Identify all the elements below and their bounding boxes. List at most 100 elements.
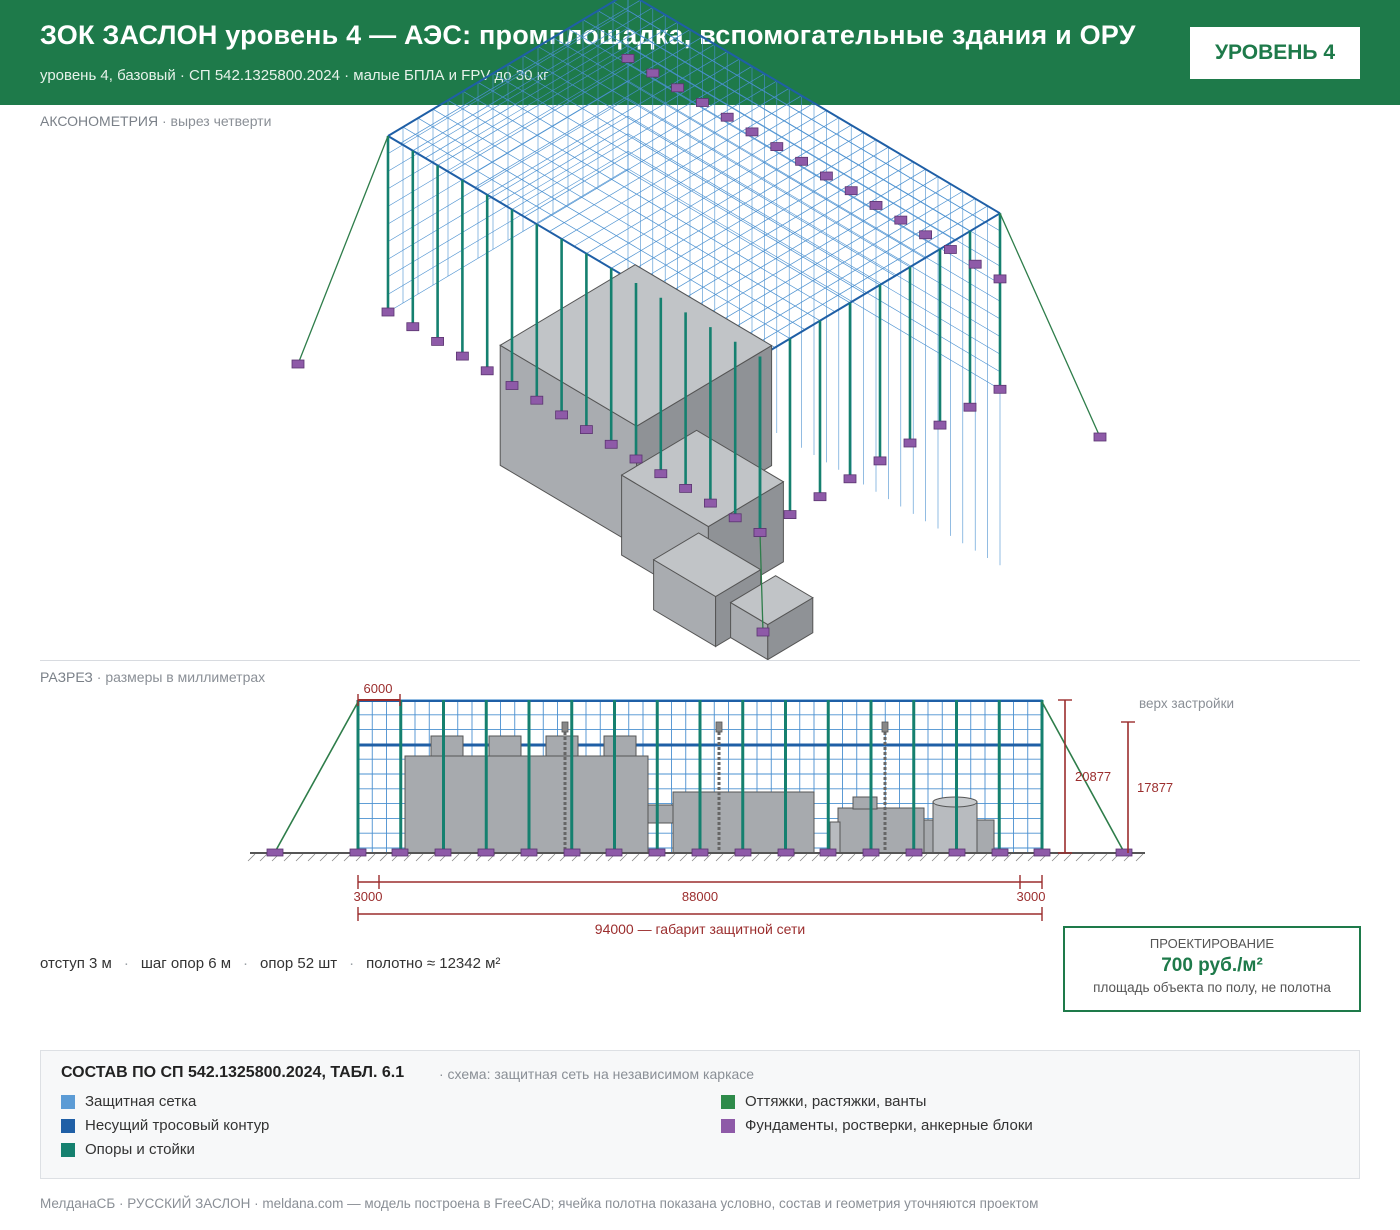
legend-scheme: · схема: защитная сеть на независимом ка… [439, 1066, 755, 1082]
axo-roof-mesh-line [477, 81, 851, 304]
ground-hatch-line [403, 853, 412, 862]
stat-step: шаг опор 6 м [140, 955, 232, 972]
axo-wall-mesh-line [387, 45, 629, 190]
axo-roof-mesh-line [597, 10, 971, 232]
axo-foundation [629, 454, 643, 464]
section-foundation [605, 848, 623, 857]
section-building [852, 796, 878, 810]
ground-hatch-line [631, 853, 640, 862]
legend-item-foundations: Фундаменты, ростверки, анкерные блоки [721, 1117, 1033, 1134]
ground-hatch-line [1003, 853, 1012, 862]
ground-hatch-line [307, 853, 316, 862]
axo-foundation [1093, 432, 1107, 442]
axonometry-caption: АКСОНОМЕТРИЯ · вырез четверти [40, 113, 271, 129]
price-box: ПРОЕКТИРОВАНИЕ 700 руб./м² площадь объек… [1063, 926, 1361, 1012]
axo-roof-mesh-line [492, 73, 866, 295]
page-subtitle: уровень 4, базовый · СП 542.1325800.2024… [40, 67, 549, 84]
axo-cable-contour [387, 0, 618, 137]
page-title: ЗОК ЗАСЛОН уровень 4 — АЭС: промплощадка… [40, 20, 1136, 50]
ground-hatch-line [583, 853, 592, 862]
axo-wall-mesh-line [627, 168, 1001, 390]
ground-hatch-line [1063, 853, 1072, 862]
axo-wall-mesh-line [627, 98, 1001, 320]
axonometry-caption-sub: · вырез четверти [161, 113, 272, 129]
axo-foundations [291, 54, 1107, 637]
axo-guy [297, 135, 389, 365]
stat-offset: отступ 3 м [40, 955, 112, 972]
axo-roof-mesh-line [507, 64, 881, 286]
axo-roof-mesh-line [552, 37, 926, 259]
section-foundation [905, 848, 923, 857]
axo-roof-mesh-line [417, 117, 791, 339]
section-foundation [563, 848, 581, 857]
legend-item-cable: Несущий тросовый контур [61, 1117, 269, 1134]
axonometry-caption-main: АКСОНОМЕТРИЯ [40, 113, 159, 129]
axo-foundation [671, 83, 684, 93]
section-guy-left [274, 701, 359, 853]
axo-foundation [795, 156, 808, 166]
legend-label: Оттяжки, растяжки, ванты [745, 1093, 927, 1110]
axo-foundation [696, 98, 709, 107]
ground-hatch-line [247, 853, 256, 862]
top-of-buildings-label: верх застройки [1139, 696, 1234, 711]
dim-text-mid: 88000 [682, 889, 718, 904]
legend-label: Несущий тросовый контур [85, 1117, 270, 1134]
section-foundation [862, 848, 880, 857]
ground-hatch-line [319, 853, 328, 862]
ground-hatch-line [1075, 853, 1084, 862]
section-foundation [477, 848, 495, 857]
ground-hatch-line [283, 853, 292, 862]
axo-foundation [756, 627, 770, 637]
axo-guy [759, 532, 764, 633]
separator: · [349, 955, 355, 972]
section-foundation [648, 848, 666, 857]
section-foundation [1033, 848, 1051, 857]
axo-foundation [646, 68, 660, 78]
axo-foundation [813, 492, 827, 502]
section-divider [40, 660, 1360, 661]
ground-hatch-line [511, 853, 520, 862]
axo-roof-mesh-line [447, 99, 821, 322]
price-label: ПРОЕКТИРОВАНИЕ [1149, 936, 1275, 951]
ground-hatch-line [979, 853, 988, 862]
axo-cable-contour [638, 0, 1001, 215]
legend-swatch [61, 1094, 75, 1109]
ground-hatch-line [763, 853, 772, 862]
axo-wall-mesh-line [627, 80, 1001, 302]
axo-foundation [869, 200, 883, 210]
section-buildings [404, 721, 995, 854]
ground-hatch-line [931, 853, 940, 862]
axo-foundation [621, 54, 635, 63]
axonometry-drawing [291, 0, 1107, 660]
legend-swatch [61, 1118, 75, 1133]
axo-foundation [291, 359, 305, 369]
ground-hatch-line [427, 853, 436, 862]
axo-wall-mesh-line [387, 27, 629, 172]
axo-foundation [580, 425, 593, 435]
axo-foundation [770, 142, 784, 152]
ground-hatch-line [835, 853, 844, 862]
dim-text-right: 3000 [1017, 889, 1046, 904]
axo-wall-mesh-line [387, 150, 629, 295]
axo-foundation [679, 483, 692, 493]
ground-hatch-line [751, 853, 760, 862]
ground-hatch-line [811, 853, 820, 862]
section-building [545, 735, 579, 757]
ground-hatch-line [367, 853, 376, 862]
section-building [837, 807, 925, 854]
axo-wall-mesh-line [387, 115, 629, 260]
section-foundation [691, 848, 709, 857]
section-foundation [349, 848, 367, 857]
axo-foundation [728, 513, 742, 523]
axo-foundation [381, 307, 395, 317]
axo-roof-mesh-line [522, 55, 896, 277]
axo-roof-mesh-line [432, 108, 806, 330]
legend-swatch [721, 1094, 735, 1109]
separator: · [123, 955, 129, 972]
ground-hatch-line [295, 853, 304, 862]
ground-hatch-line [499, 853, 508, 862]
ground-hatch-line [451, 853, 460, 862]
footer: МелданаСБ · РУССКИЙ ЗАСЛОН · meldana.com… [40, 1196, 1039, 1211]
legend: СОСТАВ ПО СП 542.1325800.2024, ТАБЛ. 6.1… [40, 1050, 1360, 1179]
legend-swatch [61, 1142, 75, 1157]
